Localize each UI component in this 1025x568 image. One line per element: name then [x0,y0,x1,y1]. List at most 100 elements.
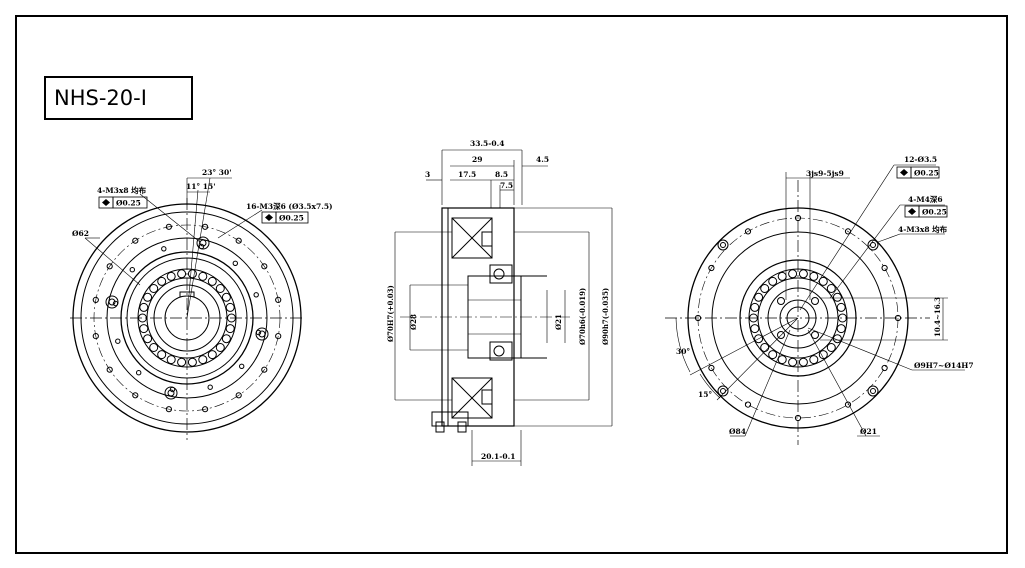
roller [749,313,758,323]
mounting-hole [708,364,715,372]
mounting-hole [261,366,268,373]
angle-15-label: 15° [698,390,712,399]
roller [157,276,167,286]
roller [788,357,798,367]
model-label: NHS-20-I [54,86,147,110]
inner-hole [253,292,259,298]
roller [207,350,217,360]
roller [750,324,760,334]
side-section-view [394,149,613,466]
mounting-hole [744,228,752,235]
roller [836,324,846,334]
pcd-label: Ø62 [72,229,89,238]
bore-label: Ø9H7~Ø14H7 [914,361,974,370]
holes-top-label: 12-Ø3.5 [904,155,937,164]
overall-length-label: 33.5-0.4 [470,139,504,148]
roller [754,334,764,344]
mounting-hole [275,296,282,303]
roller [818,276,828,286]
dim-163-label: 10.4~16.3 [933,297,942,337]
angle-30-label: 30° [676,347,690,356]
inner-hole [115,338,121,344]
roller [768,350,778,360]
left-front-view [70,177,309,440]
roller [838,313,847,323]
holes-mid-tol: Ø0.25 [922,208,947,217]
roller [225,302,235,312]
mounting-hole [881,364,888,372]
inner-hole [136,370,142,376]
width-45-label: 4.5 [536,155,549,164]
mounting-hole [132,392,139,399]
roller [777,271,787,281]
roller [139,324,149,334]
roller [221,292,231,302]
roller [166,271,176,281]
mounting-hole [106,263,113,270]
roller [832,334,842,344]
roller [832,292,842,302]
d28-label: Ø28 [409,314,418,330]
mounting-hole [165,406,172,413]
mounting-hole [794,414,802,422]
mounting-hole [235,237,242,244]
d90h7-label: Ø90h7(-0.035) [601,288,610,345]
width-29-label: 29 [472,155,482,164]
roller [221,334,231,344]
mounting-hole [92,296,99,303]
holes-left-label: 4-M3x8 均布 [97,185,147,195]
roller [750,302,760,312]
roller [836,302,846,312]
inner-hole [777,331,785,339]
roller [788,269,798,279]
roller [198,355,208,365]
inner-hole [239,363,245,369]
inner-hole [207,384,213,390]
model-label-box: NHS-20-I [44,76,193,120]
mounting-hole [894,314,902,322]
inner-hole [811,297,819,305]
mounting-hole [235,392,242,399]
inner-hole [161,246,167,252]
roller [215,284,225,293]
mounting-hole [794,214,802,222]
roller [143,292,153,302]
inner-hole [232,260,239,266]
roller [798,357,808,367]
mounting-hole [744,401,752,408]
mounting-hole [202,406,209,413]
mounting-hole [261,263,268,270]
roller [187,357,197,367]
d84-label: Ø84 [729,427,746,436]
mounting-hole [202,223,209,230]
roller [157,350,167,360]
holes-left-tol: Ø0.25 [116,199,141,208]
angle-outer-label: 23° 30' [202,168,232,177]
left-3-label: 3 [425,170,430,179]
roller [149,284,159,293]
mounting-hole [132,237,139,244]
bolt-holes [92,223,282,413]
roller [187,269,197,279]
roller [166,355,176,365]
mounting-hole [694,314,702,322]
d70h6-label: Ø70h6(-0.019) [578,288,587,345]
roller [754,292,764,302]
roller [227,313,236,323]
holes-right-label: 16-M3深6 (Ø3.5x7.5) [246,201,333,211]
bearing-rollers [138,269,236,367]
roller [826,343,836,352]
mounting-hole [275,333,282,340]
mounting-hole [165,223,172,230]
d21-label: Ø21 [554,314,563,330]
roller [207,276,217,286]
d70h7-label: Ø70H7(+0.03) [386,285,395,342]
roller [826,284,836,293]
roller [798,269,808,279]
inner-hole [777,297,785,305]
right-front-view [665,164,965,445]
roller [777,355,787,365]
d21-right-label: Ø21 [860,427,877,436]
holes-top-tol: Ø0.25 [914,169,939,178]
